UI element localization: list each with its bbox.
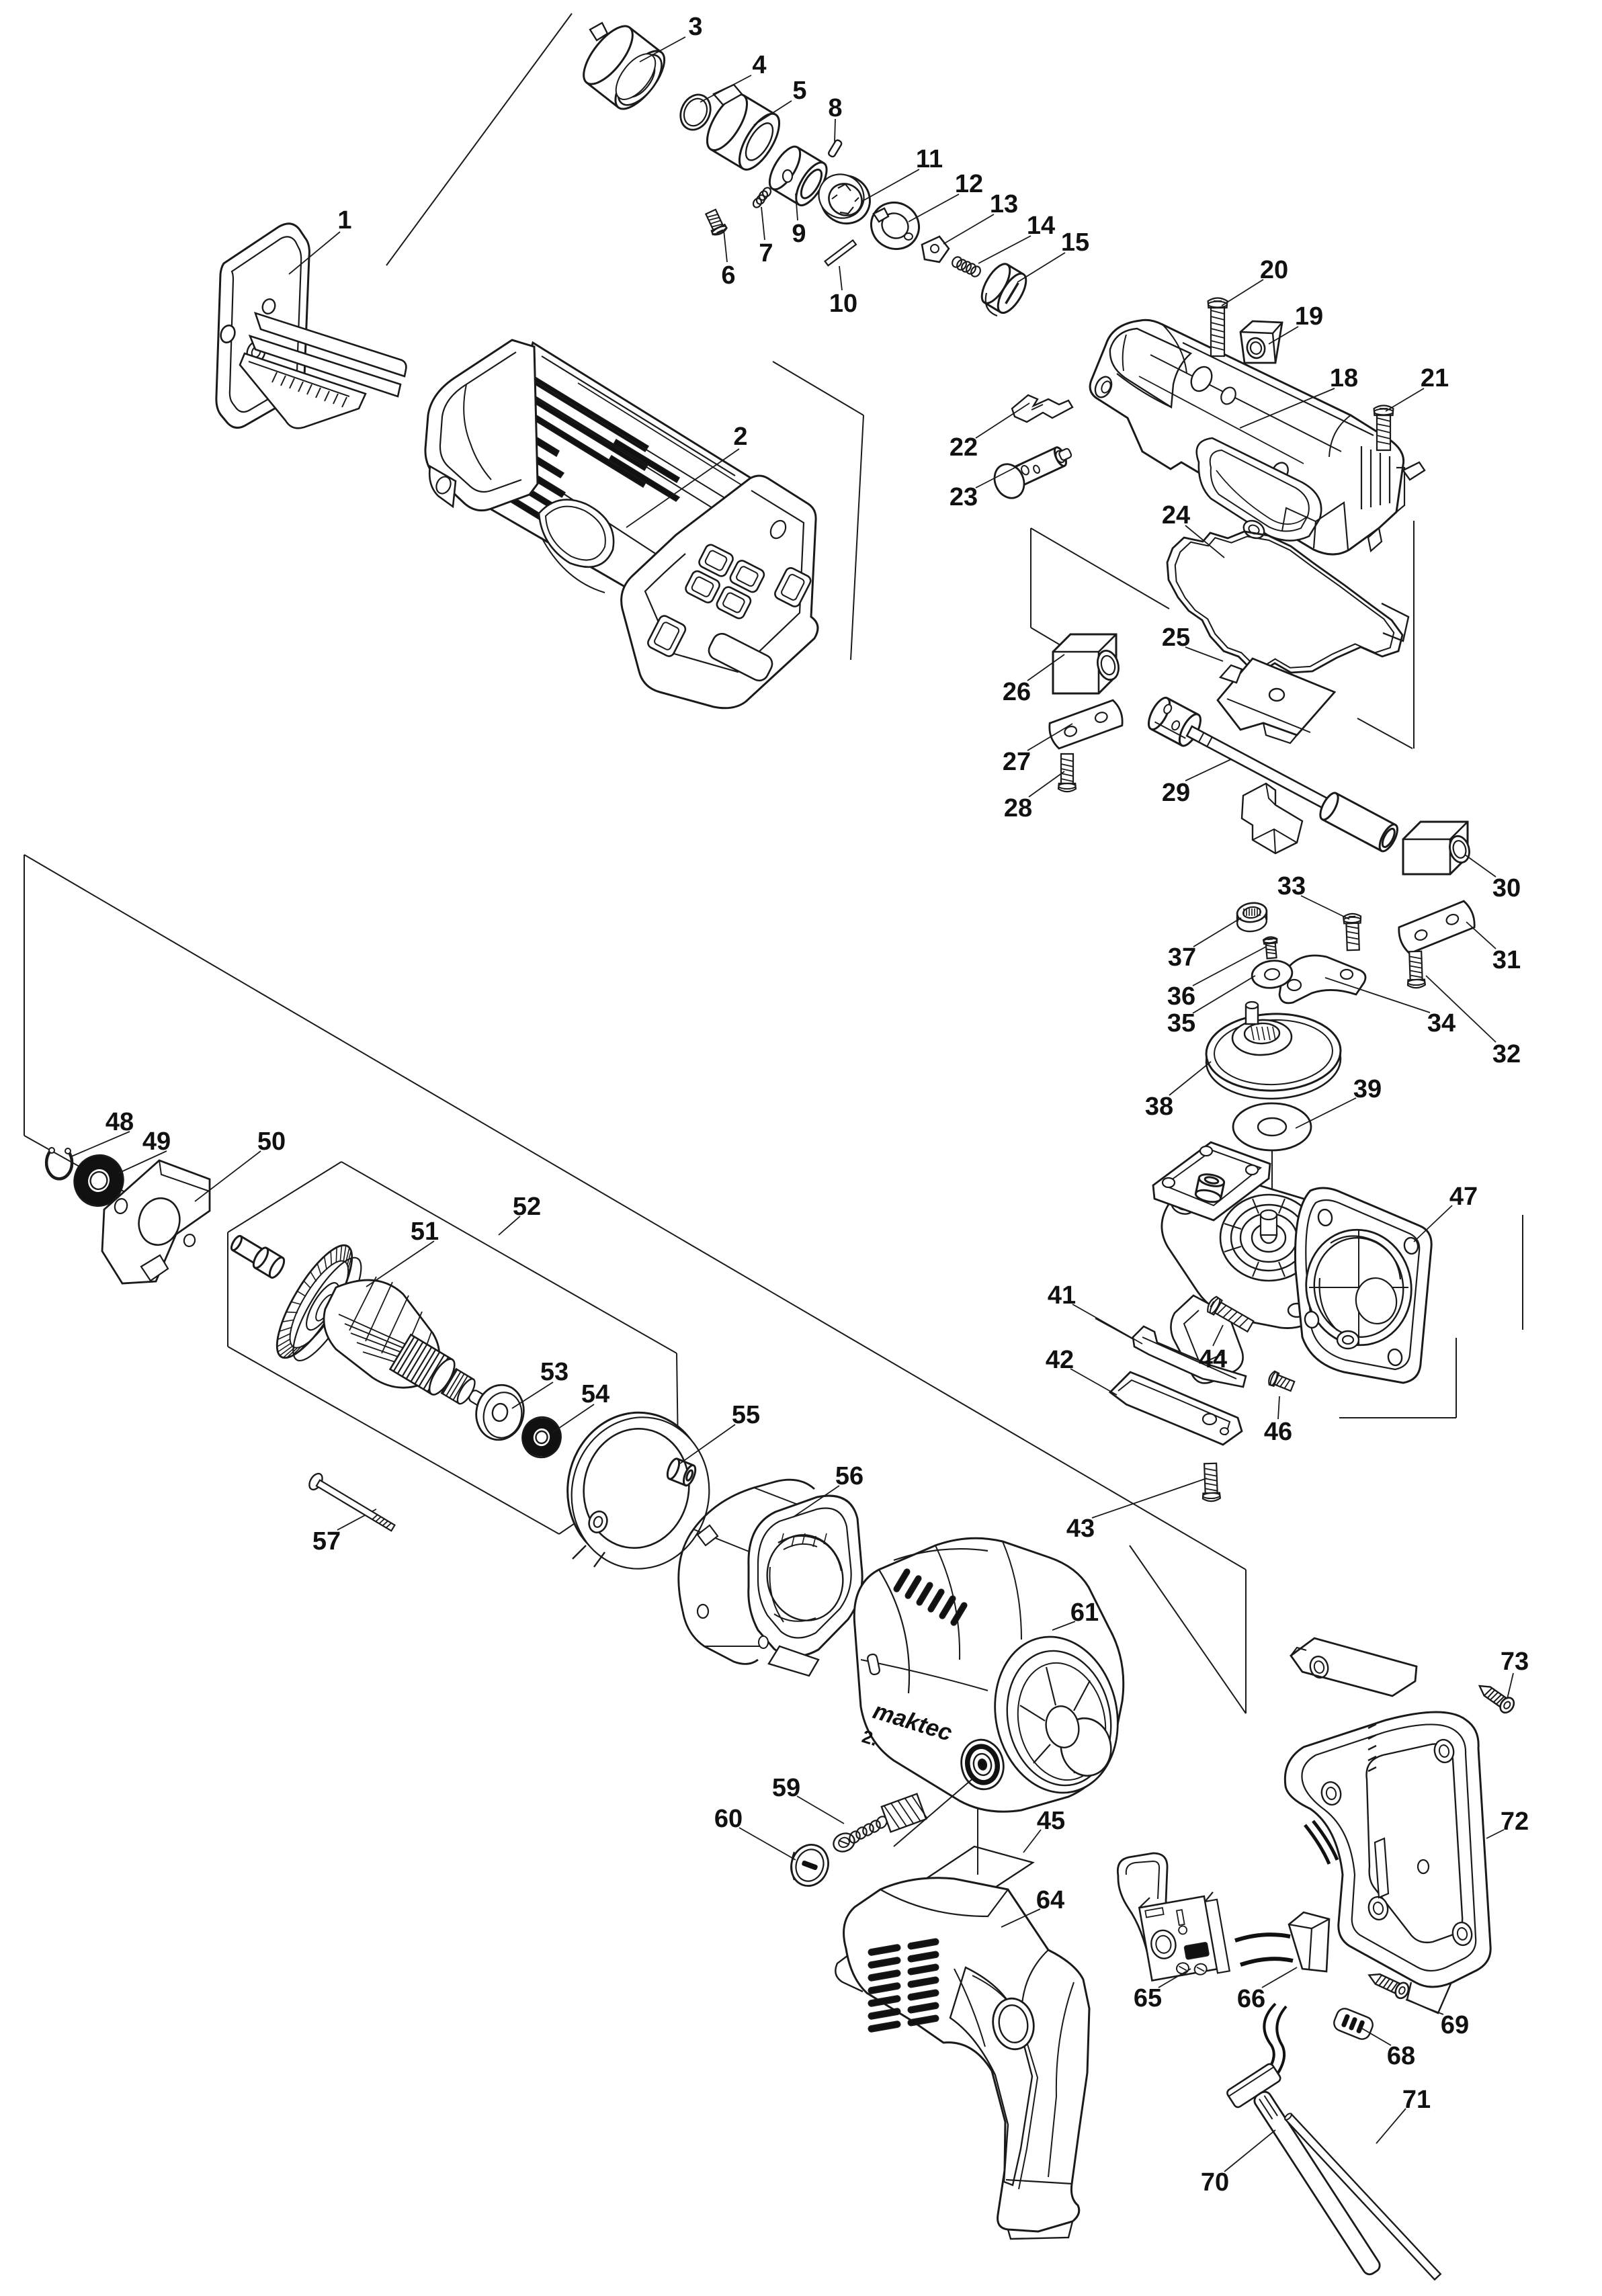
svg-text:28: 28 [1004, 794, 1032, 822]
svg-text:60: 60 [714, 1805, 743, 1833]
svg-text:47: 47 [1449, 1183, 1478, 1211]
svg-text:69: 69 [1441, 2011, 1469, 2039]
svg-text:55: 55 [732, 1401, 760, 1429]
svg-text:14: 14 [1027, 212, 1055, 240]
svg-text:25: 25 [1162, 624, 1190, 652]
svg-text:29: 29 [1162, 779, 1190, 807]
svg-text:72: 72 [1501, 1808, 1529, 1836]
svg-text:3: 3 [688, 13, 702, 41]
svg-text:56: 56 [835, 1462, 863, 1490]
svg-text:18: 18 [1330, 364, 1358, 392]
svg-text:65: 65 [1134, 1984, 1162, 2012]
svg-text:12: 12 [955, 170, 983, 198]
svg-text:30: 30 [1492, 874, 1521, 902]
svg-text:43: 43 [1066, 1515, 1095, 1543]
svg-text:5: 5 [792, 77, 806, 105]
svg-text:50: 50 [257, 1128, 286, 1156]
svg-text:20: 20 [1260, 256, 1288, 284]
svg-text:42: 42 [1046, 1346, 1074, 1374]
svg-text:22: 22 [950, 433, 978, 462]
svg-text:59: 59 [772, 1774, 800, 1802]
svg-text:66: 66 [1237, 1985, 1265, 2013]
svg-text:21: 21 [1421, 364, 1449, 392]
svg-text:38: 38 [1145, 1093, 1173, 1121]
svg-text:8: 8 [828, 94, 842, 122]
svg-text:41: 41 [1048, 1281, 1076, 1310]
svg-text:61: 61 [1070, 1599, 1099, 1627]
svg-text:48: 48 [106, 1108, 134, 1136]
svg-text:51: 51 [411, 1218, 439, 1246]
svg-text:13: 13 [990, 190, 1018, 218]
svg-text:57: 57 [312, 1527, 341, 1556]
svg-text:9: 9 [792, 220, 806, 248]
svg-text:19: 19 [1295, 302, 1323, 331]
svg-text:33: 33 [1277, 872, 1306, 900]
svg-text:6: 6 [721, 261, 735, 290]
svg-text:23: 23 [950, 483, 978, 511]
svg-text:54: 54 [581, 1380, 609, 1408]
svg-text:39: 39 [1353, 1075, 1382, 1103]
svg-text:26: 26 [1003, 678, 1031, 706]
svg-text:7: 7 [759, 239, 773, 267]
svg-text:11: 11 [916, 145, 943, 173]
svg-text:27: 27 [1003, 748, 1031, 776]
svg-text:53: 53 [540, 1358, 568, 1386]
svg-text:46: 46 [1264, 1418, 1292, 1446]
svg-text:31: 31 [1492, 946, 1521, 974]
svg-text:15: 15 [1061, 228, 1089, 257]
svg-text:37: 37 [1168, 943, 1196, 972]
svg-text:71: 71 [1402, 2086, 1431, 2114]
svg-text:2: 2 [733, 423, 747, 451]
svg-text:36: 36 [1167, 982, 1195, 1011]
svg-text:35: 35 [1167, 1009, 1195, 1037]
svg-text:1: 1 [337, 206, 351, 235]
svg-text:45: 45 [1037, 1807, 1065, 1835]
svg-text:64: 64 [1036, 1886, 1064, 1914]
svg-text:10: 10 [829, 290, 857, 318]
svg-text:49: 49 [142, 1128, 171, 1156]
svg-text:44: 44 [1199, 1345, 1227, 1373]
svg-text:68: 68 [1387, 2042, 1415, 2070]
svg-text:52: 52 [513, 1193, 541, 1221]
svg-text:34: 34 [1427, 1009, 1456, 1037]
svg-text:70: 70 [1201, 2168, 1229, 2197]
svg-text:24: 24 [1162, 501, 1190, 529]
svg-text:4: 4 [752, 51, 766, 79]
svg-text:73: 73 [1501, 1648, 1529, 1676]
svg-text:32: 32 [1492, 1040, 1521, 1068]
